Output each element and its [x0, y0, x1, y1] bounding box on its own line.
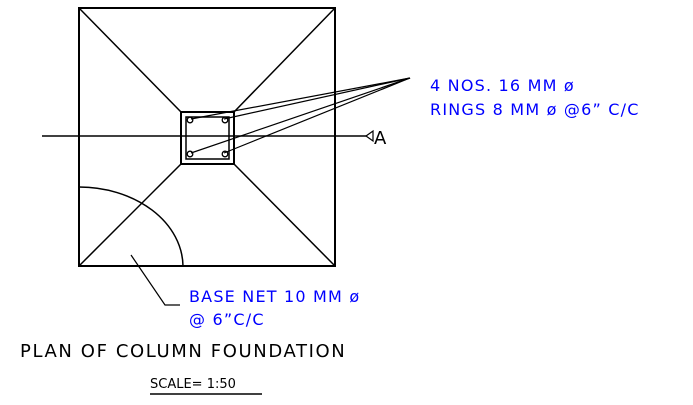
diagonal-top-left: [78, 7, 182, 113]
base-net-label-line2: @ 6”C/C: [189, 310, 265, 329]
diagonal-bottom-left: [78, 163, 182, 267]
drawing-title: PLAN OF COLUMN FOUNDATION: [20, 341, 346, 362]
leader-line-1: [190, 77, 411, 120]
section-marker-label: A: [374, 128, 387, 149]
column-inner: [185, 116, 230, 160]
scale-label: SCALE= 1:50: [150, 377, 236, 392]
base-net-label-line1: BASE NET 10 MM ø: [189, 287, 360, 306]
footing-outline: [78, 7, 336, 267]
diagonal-top-right: [233, 7, 336, 113]
rebar-label-line2: RINGS 8 MM ø @6” C/C: [430, 100, 640, 119]
base-net-leader: [130, 254, 180, 306]
leader-line-3: [190, 77, 411, 154]
section-arrow-icon: [364, 129, 374, 143]
base-net-arc: [78, 186, 184, 267]
rebar-label-line1: 4 NOS. 16 MM ø: [430, 76, 575, 95]
leader-line-4: [223, 77, 411, 154]
diagonal-bottom-right: [233, 163, 336, 267]
rebar-top-left: [186, 116, 194, 124]
leader-line-2: [223, 77, 411, 120]
